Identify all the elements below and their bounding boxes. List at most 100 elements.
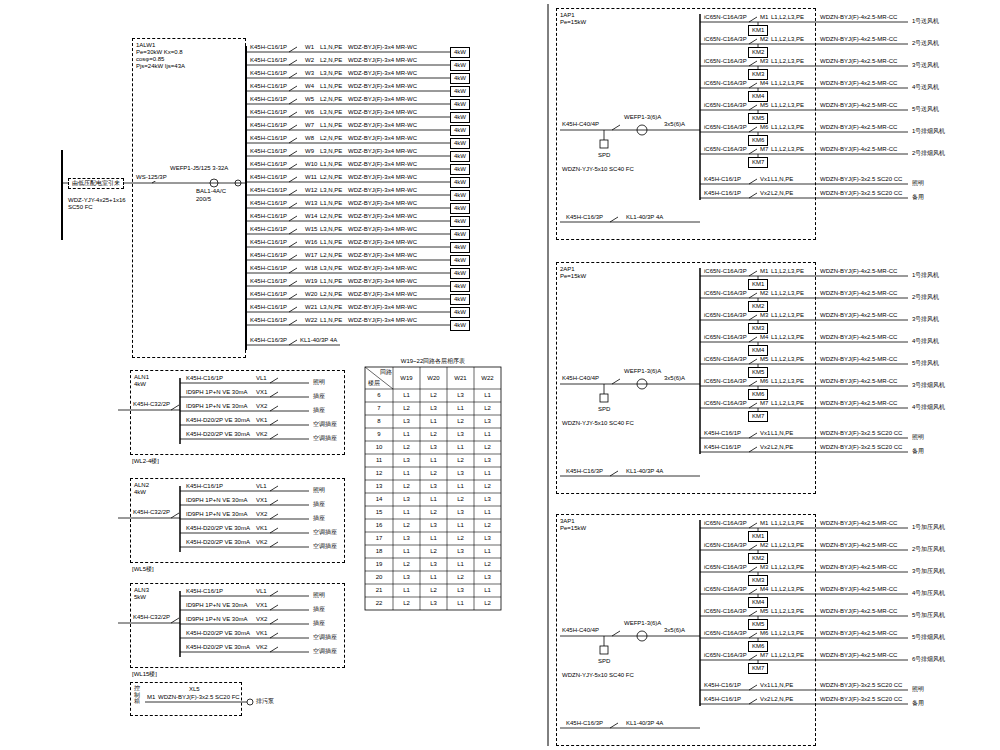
circuit-label: M3 xyxy=(760,58,768,65)
circuit-label: W22 xyxy=(481,375,493,382)
circuit-label: L2 xyxy=(430,431,437,438)
feeder-wire xyxy=(560,384,700,385)
circuit-label: WDZN-BYJ(F)-4x2.5-MR-CC xyxy=(820,608,897,615)
circuit-label: L3,N,PE xyxy=(320,304,342,311)
ct-symbol xyxy=(235,180,241,186)
circuit-label: M1 xyxy=(760,520,768,527)
circuit-label: L1,L2,L3,PE xyxy=(771,356,804,363)
device-box: 4kW xyxy=(450,242,470,253)
circuit-label: Vx1 xyxy=(760,176,770,183)
circuit-label: W3 xyxy=(305,70,314,77)
circuit-label: K45H-C16/1P xyxy=(186,375,223,382)
circuit-label: K45H-C16/3P xyxy=(566,214,603,221)
breaker-symbol xyxy=(270,378,278,383)
circuit-label: 3x5(6)A xyxy=(664,627,685,634)
circuit-label: VX1 xyxy=(256,602,267,609)
node-heading: KM7 xyxy=(752,665,764,672)
branch-wire xyxy=(180,505,309,506)
feeder-connector xyxy=(246,143,450,144)
breaker-symbol xyxy=(289,320,297,325)
branch-wire xyxy=(700,198,908,199)
node-heading: 4kW xyxy=(454,62,466,69)
circuit-label: 2号排风机 xyxy=(912,294,939,301)
circuit-label: L1 xyxy=(457,522,464,529)
device-box: KM5 xyxy=(748,367,768,378)
branch-wire xyxy=(180,439,309,440)
breaker-symbol xyxy=(749,83,757,88)
circuit-label: 7 xyxy=(377,405,380,412)
breaker-symbol xyxy=(749,403,757,408)
branch-wire xyxy=(700,88,908,89)
breaker-symbol xyxy=(749,39,757,44)
circuit-label: 插座 xyxy=(313,393,325,400)
node-heading: 4kW xyxy=(454,270,466,277)
circuit-label: K45H-C16/1P xyxy=(704,444,741,451)
breaker-symbol xyxy=(612,125,620,130)
circuit-label: L1,N,PE xyxy=(320,239,342,246)
circuit-label: WEFP1-J5/125 3-32A xyxy=(170,165,228,172)
circuit-label: iC65N-C16A/3P xyxy=(704,378,747,385)
circuit-label: KL1-40/3P 4A xyxy=(626,720,663,727)
device-box: KM2 xyxy=(748,301,768,312)
node-heading: KM2 xyxy=(752,303,764,310)
circuit-label: K45H-C16/1P xyxy=(250,57,287,64)
device-box: KM3 xyxy=(748,69,768,80)
breaker-symbol xyxy=(749,149,757,154)
breaker-symbol xyxy=(749,447,757,452)
node-heading: 4kW xyxy=(454,244,466,251)
circuit-label: K45H-C16/1P xyxy=(250,135,287,142)
branch-wire xyxy=(180,596,309,597)
circuit-label: L2 xyxy=(457,574,464,581)
circuit-label: 14 xyxy=(376,496,383,503)
node-heading: 4kW xyxy=(454,101,466,108)
circuit-label: 楼层 xyxy=(368,380,380,387)
circuit-label: L1,L2,L3,PE xyxy=(771,520,804,527)
circuit-label: WDZN-BYJ(F)-3x2.5 SC20 CC xyxy=(820,190,902,197)
node-heading: 4kW xyxy=(454,49,466,56)
branch-wire xyxy=(700,572,908,573)
circuit-label: L1,L2,L3,PE xyxy=(771,400,804,407)
circuit-label: 备用 xyxy=(912,194,924,201)
circuit-label: L3 xyxy=(403,418,410,425)
circuit-label: KL1-40/3P 4A xyxy=(300,337,337,344)
circuit-label: L3 xyxy=(403,535,410,542)
table-row-line xyxy=(365,402,501,403)
circuit-label: WDZ-BYJ(F)-3x4 MR-WC xyxy=(348,96,417,103)
device-box: 4kW xyxy=(450,268,470,279)
node-heading: 4kW xyxy=(454,153,466,160)
circuit-label: L2,N,PE xyxy=(320,57,342,64)
circuit-label: W19~22回路各层相序表 xyxy=(401,358,466,365)
node-heading: KM5 xyxy=(752,115,764,122)
feeder-wire xyxy=(118,518,180,519)
circuit-label: VK2 xyxy=(256,644,267,651)
circuit-label: L1,N,PE xyxy=(320,161,342,168)
table-row-line xyxy=(365,441,501,442)
device-box: 4kW xyxy=(450,307,470,318)
breaker-symbol xyxy=(270,406,278,411)
circuit-label: iC65N-C16A/3P xyxy=(704,58,747,65)
circuit-label: L1,L2,L3,PE xyxy=(771,312,804,319)
circuit-label: L1 xyxy=(430,496,437,503)
branch-wire xyxy=(700,438,908,439)
circuit-label: M3 xyxy=(760,564,768,571)
circuit-label: K45H-C16/1P xyxy=(250,304,287,311)
branch-wire xyxy=(180,383,309,384)
device-box: 4kW xyxy=(450,229,470,240)
circuit-label: K45H-C16/1P xyxy=(250,44,287,51)
spare-wire xyxy=(560,222,700,223)
node-heading: 4kW xyxy=(454,88,466,95)
circuit-label: K45H-D20/2P VE 30mA xyxy=(186,417,250,424)
spd-symbol xyxy=(600,646,608,654)
device-box: 4kW xyxy=(450,164,470,175)
circuit-label: L3,N,PE xyxy=(320,226,342,233)
circuit-label: K45H-C16/1P xyxy=(250,161,287,168)
node-heading: 4kW xyxy=(454,296,466,303)
circuit-label: W17 xyxy=(305,252,317,259)
device-box: KM7 xyxy=(748,663,768,674)
circuit-label: KL1-40/3P 4A xyxy=(626,214,663,221)
circuit-label: iC65N-C16A/3P xyxy=(704,334,747,341)
feeder-connector xyxy=(246,182,450,183)
circuit-label: K45H-C16/3P xyxy=(566,720,603,727)
circuit-label: W10 xyxy=(305,161,317,168)
circuit-label: VX1 xyxy=(256,497,267,504)
